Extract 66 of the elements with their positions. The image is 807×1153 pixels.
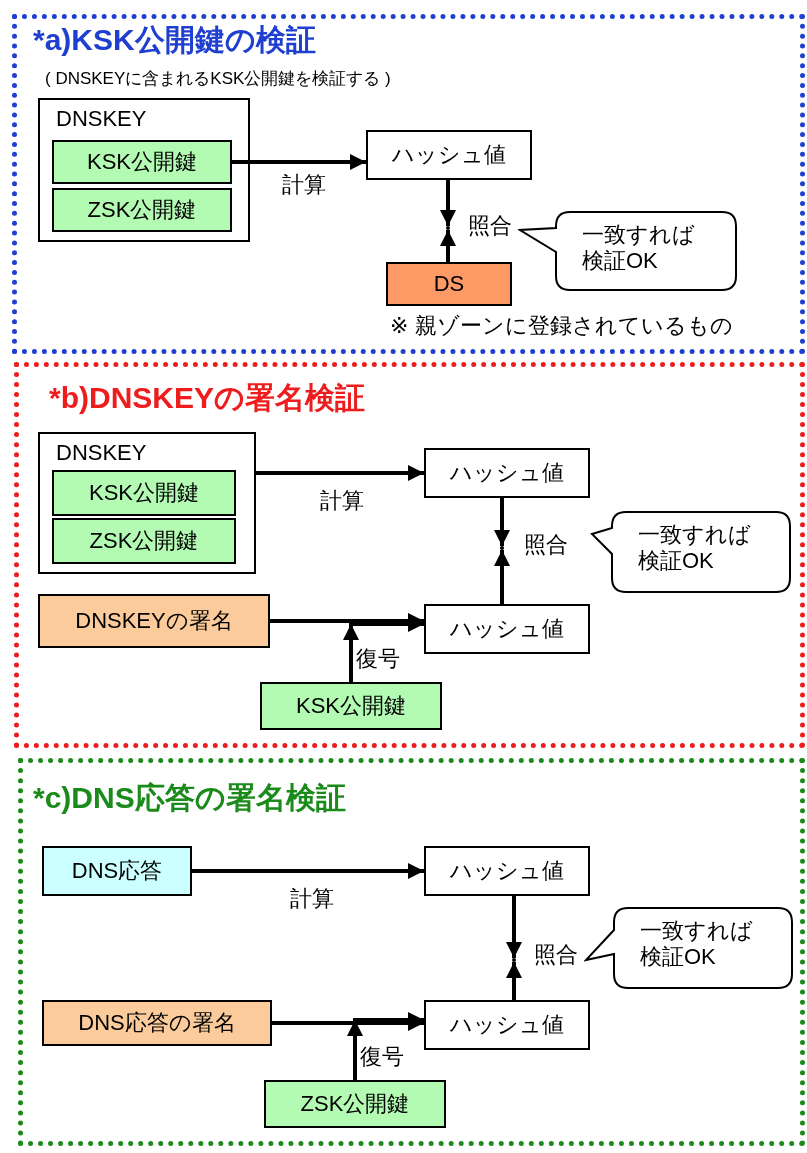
process-box [260, 682, 442, 730]
arrow [494, 550, 510, 604]
box-label: ハッシュ値 [450, 857, 564, 885]
key-set-box [38, 98, 250, 242]
arrow [506, 962, 522, 1000]
junction-dot [500, 546, 504, 550]
process-box [52, 518, 236, 564]
box-label: KSK公開鍵 [87, 148, 197, 176]
box-label: DNSKEY [56, 106, 147, 132]
arrow [494, 498, 510, 546]
callout-text: 一致すれば検証OK [640, 918, 754, 971]
note-text: 照合 [524, 532, 568, 558]
box-label: ZSK公開鍵 [87, 196, 197, 224]
box-label: KSK公開鍵 [89, 479, 199, 507]
process-box [52, 470, 236, 516]
key-set-box [38, 432, 256, 574]
subtitle: ( DNSKEYに含まれるKSK公開鍵を検証する ) [45, 69, 391, 89]
edge-label: 復号 [356, 646, 400, 672]
box-label: DNS応答 [71, 857, 163, 885]
process-box [52, 188, 232, 232]
callout-text: 一致すれば検証OK [638, 522, 752, 575]
process-box [424, 448, 590, 498]
box-label: DNSKEY [56, 440, 147, 466]
arrow [232, 154, 366, 170]
process-box [38, 594, 270, 648]
edge-label: 復号 [360, 1044, 404, 1070]
arrow [256, 465, 424, 481]
process-box [424, 846, 590, 896]
box-label: ハッシュ値 [450, 459, 564, 487]
box-label: ハッシュ値 [450, 1011, 564, 1039]
edge-label: 計算 [290, 886, 334, 912]
box-label: ハッシュ値 [392, 141, 506, 169]
box-label: ハッシュ値 [450, 615, 564, 643]
process-box [264, 1080, 446, 1128]
section-panel [12, 14, 805, 354]
arrow [506, 896, 522, 958]
box-label: DNSKEYの署名 [75, 607, 233, 635]
section-title: *a)KSK公開鍵の検証 [33, 23, 316, 58]
process-box [52, 140, 232, 184]
section-panel [14, 362, 805, 748]
section-title: *c)DNS応答の署名検証 [33, 781, 346, 816]
box-label: DNS応答の署名 [78, 1009, 236, 1037]
box-label: ZSK公開鍵 [89, 527, 199, 555]
edge-label: 計算 [282, 172, 326, 198]
process-box [386, 262, 512, 306]
junction-dot [512, 958, 516, 962]
note-text: ※ 親ゾーンに登録されているもの [390, 313, 733, 339]
process-box [42, 846, 192, 896]
section-title: *b)DNSKEYの署名検証 [49, 381, 365, 416]
box-label: KSK公開鍵 [296, 692, 406, 720]
box-label: DS [433, 271, 465, 297]
process-box [366, 130, 532, 180]
section-panel [18, 758, 805, 1146]
process-box [42, 1000, 272, 1046]
process-box [424, 604, 590, 654]
note-text: 照合 [534, 942, 578, 968]
box-label: ZSK公開鍵 [300, 1090, 410, 1118]
callout-text: 一致すれば検証OK [582, 222, 696, 275]
junction-dot [446, 226, 450, 230]
edge-label: 計算 [320, 488, 364, 514]
process-box [424, 1000, 590, 1050]
arrow [440, 230, 456, 262]
arrow [347, 1012, 424, 1080]
arrow [440, 180, 456, 226]
arrow [192, 863, 424, 879]
note-text: 照合 [468, 213, 512, 239]
